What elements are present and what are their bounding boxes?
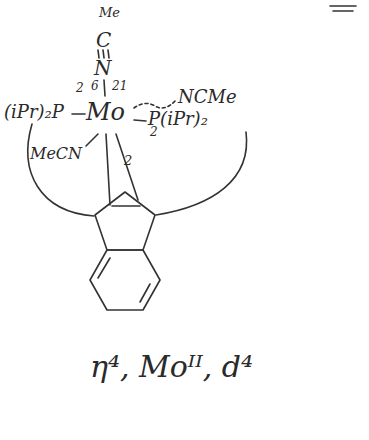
dashed-bond [134,100,176,108]
tether-chain [156,132,247,215]
underline-mark [333,10,353,12]
triple-bond [103,50,104,58]
index-number: 6 [91,80,99,92]
five-ring [95,192,155,250]
metal-label: Mo [86,100,125,124]
ligand-label: (iPr)₂P [4,103,64,121]
underline-mark [330,5,356,7]
ligand-label: NCMe [178,88,237,106]
atom-label: N [94,58,112,78]
triple-bond [98,50,99,58]
bond-line [104,80,105,96]
bond-line [134,120,146,121]
methyl-label: Me [99,6,120,19]
bond-line [72,113,85,115]
index-number: 21 [112,80,127,92]
bond-line [86,134,98,146]
atom-label: C [96,30,111,50]
index-number: 2 [124,154,132,167]
index-number: 2 [76,82,84,94]
summary-note: η⁴, Moᴵᴵ, d⁴ [90,352,253,382]
bond-line [116,134,138,200]
ligand-label: MeCN [30,146,82,162]
double-bond [140,284,150,302]
bond-line [106,134,110,205]
double-bond [112,205,140,207]
tether-chain [28,124,94,216]
six-ring [90,250,160,310]
triple-bond [108,50,109,58]
double-bond [98,258,110,278]
index-number: 2 [150,126,158,138]
